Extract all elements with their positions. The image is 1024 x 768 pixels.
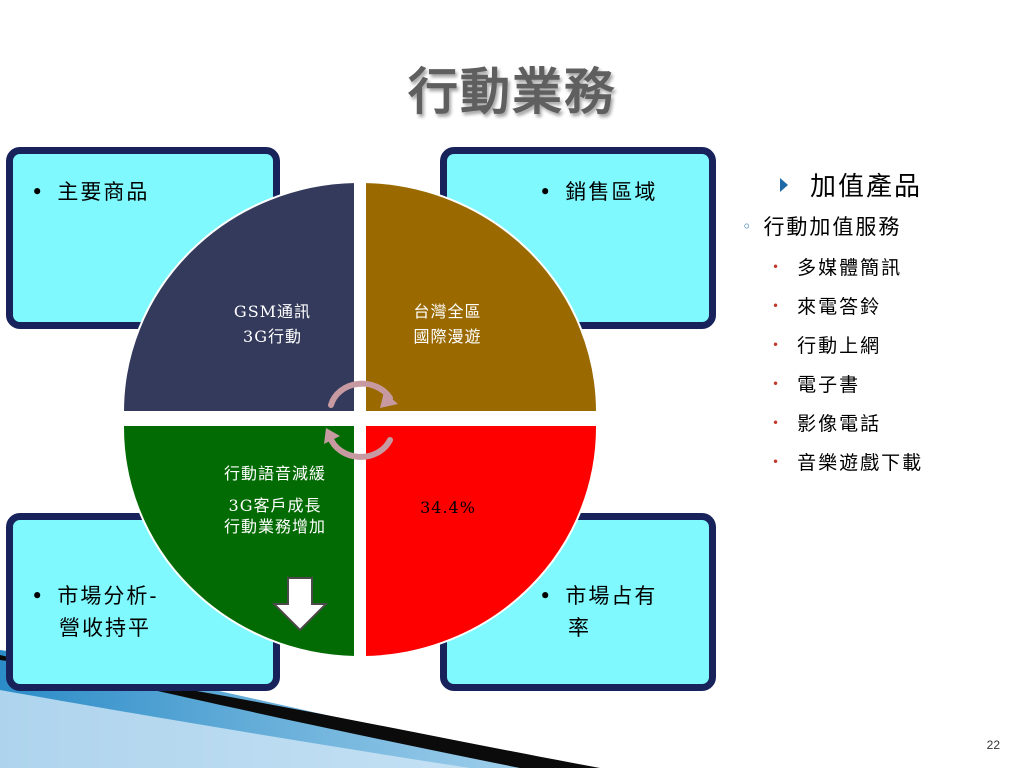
quadrant-bottom-left-text: 行動語音減緩 3G客戶成長 行動業務增加	[195, 462, 355, 538]
quadrant-top-right-text: 台灣全區 國際漫遊	[380, 300, 515, 350]
quadrant-top-left-text: GSM通訊 3G行動	[205, 300, 340, 350]
list-item: • 多媒體簡訊	[742, 253, 1012, 280]
list-item: • 行動上網	[742, 331, 1012, 358]
list-item-text: 音樂遊戲下載	[797, 452, 924, 474]
box-market-analysis-line2: 營收持平	[59, 616, 151, 640]
list-item-text: 行動上網	[797, 335, 882, 357]
box-main-products-label: 主要商品	[31, 176, 149, 206]
quadrant-bottom-right-text: 34.4%	[388, 496, 508, 521]
box-market-share-line2: 率	[568, 616, 591, 640]
quadrant-top-right-line1: 台灣全區	[413, 302, 482, 321]
circle-bullet-icon: ◦	[742, 216, 754, 236]
quadrant-bottom-left-line3: 行動業務增加	[223, 517, 326, 537]
quadrant-bottom-right	[364, 424, 599, 659]
cycle-arrowhead-right	[380, 392, 398, 408]
dot-bullet-icon: •	[772, 259, 782, 274]
quadrant-top-left-line1: GSM通訊	[233, 302, 312, 321]
list-item: • 來電答鈴	[742, 292, 1012, 319]
list-level1-text: 加值產品	[810, 172, 923, 202]
quadrant-bottom-left-line1: 行動語音減緩	[223, 464, 326, 483]
slide-title: 行動業務	[408, 63, 616, 121]
box-sales-region-label: 銷售區域	[539, 176, 657, 206]
list-level1: 加值產品	[742, 166, 1012, 203]
quadrant-bottom-right-line1: 34.4%	[420, 498, 476, 517]
quadrant-top-left	[121, 180, 356, 413]
cycle-arrowhead-left	[324, 428, 340, 444]
down-arrow-icon	[271, 577, 329, 632]
box-market-analysis-line1: 市場分析-	[31, 580, 159, 610]
dot-bullet-icon: •	[772, 376, 782, 391]
dot-bullet-icon: •	[772, 415, 782, 430]
list-item-text: 電子書	[797, 374, 861, 396]
dot-bullet-icon: •	[772, 298, 782, 313]
list-level2: ◦ 行動加值服務	[742, 211, 1012, 241]
list-item: • 音樂遊戲下載	[742, 448, 1012, 475]
triangle-bullet-icon	[780, 177, 788, 192]
value-added-list: 加值產品 ◦ 行動加值服務 •多媒體簡訊•來電答鈴•行動上網•電子書•影像電話•…	[742, 166, 1012, 475]
quadrant-top-left-line2: 3G行動	[243, 326, 302, 346]
dot-bullet-icon: •	[772, 454, 782, 469]
list-item-text: 來電答鈴	[797, 296, 882, 318]
list-item: • 電子書	[742, 370, 1012, 397]
quadrant-top-right	[364, 180, 599, 413]
quadrant-top-right-line2: 國際漫遊	[413, 326, 482, 346]
list-item-text: 影像電話	[797, 413, 882, 435]
page-number: 22	[986, 738, 1000, 752]
list-item: • 影像電話	[742, 409, 1012, 436]
dot-bullet-icon: •	[772, 337, 782, 352]
quadrant-bottom-left-line2: 3G客戶成長	[228, 495, 322, 515]
quadrant-bottom-left	[121, 424, 356, 659]
list-level3-items: • 多媒體簡訊 • 來電答鈴 • 行動上網 • 電子書 • 影像電話 • 音樂遊戲下載	[742, 253, 1012, 475]
cycle-arrows-icon	[327, 380, 393, 460]
list-item-text: 多媒體簡訊	[797, 257, 903, 279]
box-market-share-line1: 市場占有	[539, 580, 657, 610]
list-level2-text: 行動加值服務	[763, 215, 902, 239]
